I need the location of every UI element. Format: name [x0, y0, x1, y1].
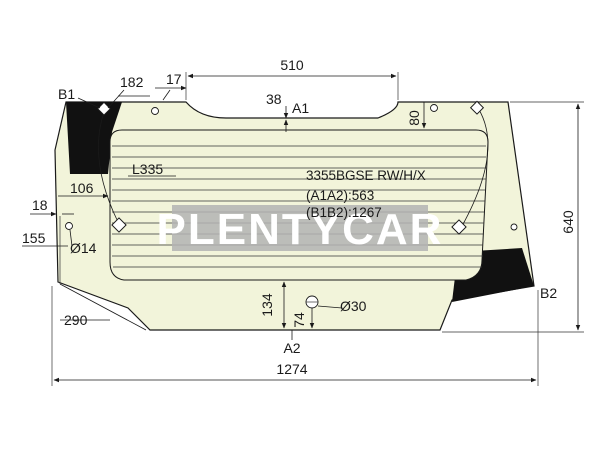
hole-top-right-icon [430, 104, 438, 112]
hole-left-icon [65, 222, 73, 230]
hole-14: Ø14 [70, 240, 97, 256]
diagonal-a: (A1A2):563 [306, 188, 374, 203]
diagonal-b: (B1B2):1267 [306, 205, 382, 220]
part-code: 3355BGSE RW/H/X [306, 168, 426, 183]
point-a2: A2 [283, 340, 300, 356]
dim-overall-width: 1274 [276, 361, 307, 377]
connector-left-2 [96, 101, 112, 116]
point-b2: B2 [540, 285, 557, 301]
dim-18: 18 [32, 197, 48, 213]
dim-top-width: 510 [280, 57, 304, 73]
point-a1: A1 [292, 100, 309, 116]
dim-290: 290 [64, 312, 88, 328]
hole-right-icon [510, 223, 518, 231]
ceramic-band-top-left [66, 102, 122, 174]
terminal-left [98, 111, 119, 223]
point-b1: B1 [58, 86, 75, 102]
dim-182: 182 [120, 74, 144, 90]
watermark-background [172, 205, 428, 251]
watermark: PLENTYCAR [157, 205, 444, 254]
dim-134: 134 [259, 293, 275, 317]
connector-right-2 [469, 100, 485, 115]
dim-38: 38 [266, 91, 282, 107]
hole-top-left-icon [151, 107, 159, 115]
dim-80: 80 [406, 110, 422, 126]
dim-155: 155 [22, 230, 46, 246]
dim-182-leader [107, 89, 125, 109]
connector-left [111, 217, 127, 233]
dim-l335: L335 [132, 161, 163, 177]
dim-106: 106 [70, 180, 94, 196]
dim-17: 17 [166, 71, 182, 87]
dim-height: 640 [560, 210, 576, 234]
terminal-right [461, 107, 489, 227]
hole-30: Ø30 [340, 298, 367, 314]
connector-right [451, 219, 467, 235]
dim-74: 74 [291, 312, 307, 328]
